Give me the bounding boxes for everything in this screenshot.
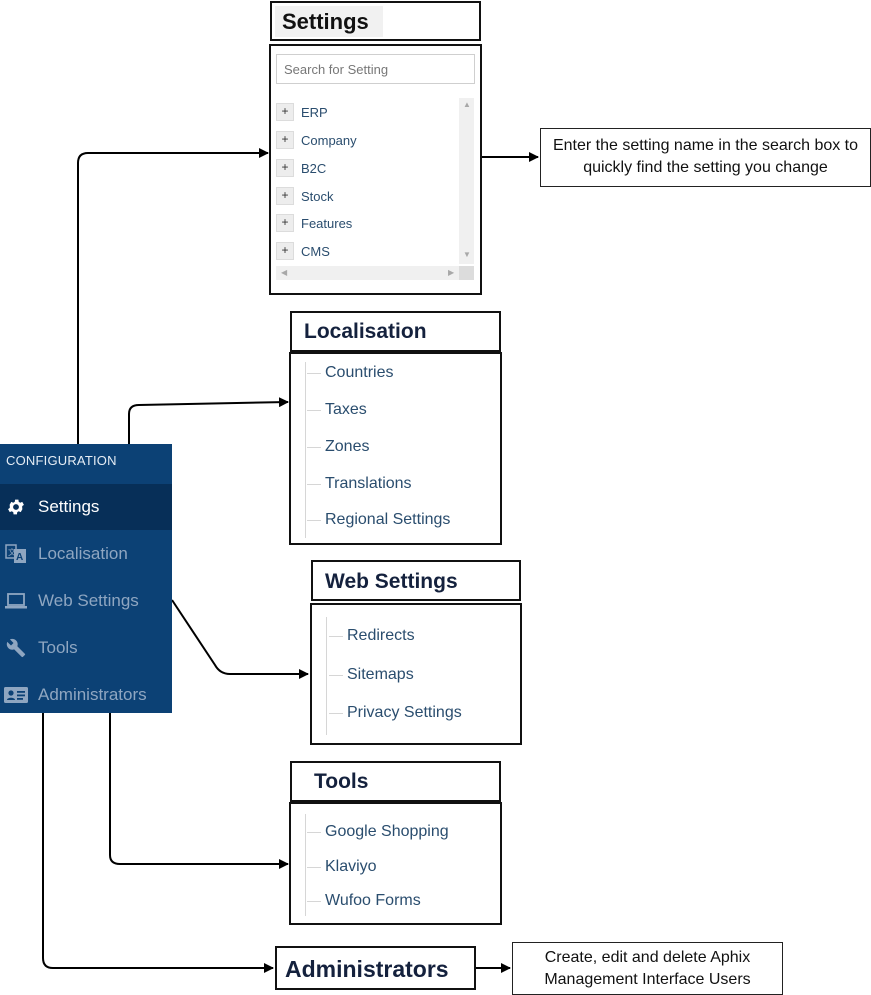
tools-item-google-shopping[interactable]: Google Shopping bbox=[307, 823, 449, 840]
sidebar-item-settings[interactable]: Settings bbox=[0, 484, 172, 530]
tools-title-box: Tools bbox=[290, 761, 501, 802]
web-settings-title-box: Web Settings bbox=[311, 560, 521, 601]
expand-icon[interactable]: + bbox=[276, 242, 294, 260]
web-settings-item-redirects[interactable]: Redirects bbox=[329, 627, 415, 644]
id-card-icon bbox=[4, 684, 28, 706]
administrators-note: Create, edit and delete Aphix Management… bbox=[512, 942, 783, 995]
administrators-note-text: Create, edit and delete Aphix Management… bbox=[544, 949, 751, 988]
localisation-item-countries[interactable]: Countries bbox=[306, 364, 394, 381]
expand-icon[interactable]: + bbox=[276, 187, 294, 205]
setting-label: CMS bbox=[301, 243, 330, 259]
sidebar-item-label: Settings bbox=[38, 497, 100, 516]
settings-title: Settings bbox=[275, 6, 383, 37]
settings-title-box: Settings bbox=[270, 1, 481, 41]
localisation-title: Localisation bbox=[304, 320, 427, 343]
svg-text:文: 文 bbox=[8, 547, 16, 557]
scroll-down-icon[interactable]: ▼ bbox=[463, 250, 471, 259]
web-settings-panel: Redirects Sitemaps Privacy Settings bbox=[310, 603, 522, 745]
localisation-item-regional-settings[interactable]: Regional Settings bbox=[306, 511, 451, 528]
expand-icon[interactable]: + bbox=[276, 131, 294, 149]
vertical-scrollbar[interactable]: ▲ ▼ bbox=[459, 98, 474, 264]
expand-icon[interactable]: + bbox=[276, 214, 294, 232]
localisation-item-zones[interactable]: Zones bbox=[306, 438, 370, 455]
sidebar-item-web-settings[interactable]: Web Settings bbox=[0, 578, 172, 624]
settings-search-input[interactable] bbox=[276, 54, 475, 84]
tools-panel: Google Shopping Klaviyo Wufoo Forms bbox=[289, 802, 502, 925]
administrators-title: Administrators bbox=[285, 956, 449, 982]
web-settings-title: Web Settings bbox=[325, 570, 458, 593]
localisation-title-box: Localisation bbox=[290, 311, 501, 352]
scroll-left-icon[interactable]: ◀ bbox=[281, 268, 288, 277]
laptop-icon bbox=[4, 590, 28, 612]
arrow-administrators bbox=[42, 713, 274, 973]
expand-icon[interactable]: + bbox=[276, 159, 294, 177]
sidebar-item-tools[interactable]: Tools bbox=[0, 625, 172, 671]
sidebar-item-label: Administrators bbox=[38, 685, 147, 704]
settings-note-text: Enter the setting name in the search box… bbox=[552, 137, 859, 176]
localisation-item-taxes[interactable]: Taxes bbox=[307, 401, 367, 418]
settings-note: Enter the setting name in the search box… bbox=[540, 128, 871, 187]
setting-item-company[interactable]: + Company bbox=[276, 131, 357, 149]
setting-item-cms[interactable]: + CMS bbox=[276, 242, 330, 260]
setting-item-features[interactable]: + Features bbox=[276, 214, 352, 232]
arrow-settings bbox=[77, 148, 269, 444]
setting-label: ERP bbox=[301, 104, 328, 120]
sidebar-heading: CONFIGURATION bbox=[6, 453, 117, 468]
setting-label: B2C bbox=[301, 160, 327, 176]
arrow-localisation bbox=[128, 397, 289, 444]
arrow-web-settings bbox=[171, 599, 309, 679]
scrollbar-corner bbox=[459, 266, 474, 280]
scroll-up-icon[interactable]: ▲ bbox=[463, 100, 471, 109]
scroll-right-icon[interactable]: ▶ bbox=[448, 268, 455, 277]
tools-item-klaviyo[interactable]: Klaviyo bbox=[307, 858, 377, 875]
sidebar-item-label: Web Settings bbox=[38, 591, 139, 610]
setting-label: Company bbox=[301, 132, 357, 148]
setting-item-erp[interactable]: + ERP bbox=[276, 103, 328, 121]
horizontal-scrollbar[interactable]: ◀ ▶ bbox=[276, 266, 459, 280]
setting-item-stock[interactable]: + Stock bbox=[276, 187, 334, 205]
gear-icon bbox=[4, 496, 28, 518]
wrench-icon bbox=[4, 637, 28, 659]
svg-text:A: A bbox=[16, 552, 23, 563]
web-settings-item-sitemaps[interactable]: Sitemaps bbox=[329, 666, 414, 683]
setting-label: Features bbox=[301, 215, 353, 231]
arrow-tools bbox=[109, 713, 289, 869]
setting-item-b2c[interactable]: + B2C bbox=[276, 159, 326, 177]
localisation-item-translations[interactable]: Translations bbox=[307, 475, 412, 492]
sidebar-item-label: Localisation bbox=[38, 544, 128, 563]
localisation-panel: Countries Taxes Zones Translations Regio… bbox=[289, 352, 502, 545]
expand-icon[interactable]: + bbox=[276, 103, 294, 121]
web-settings-item-privacy-settings[interactable]: Privacy Settings bbox=[329, 704, 462, 721]
administrators-title-box: Administrators bbox=[275, 946, 476, 990]
sidebar-item-administrators[interactable]: Administrators bbox=[0, 672, 172, 718]
tools-title: Tools bbox=[314, 770, 369, 793]
settings-panel: + ERP + Company + B2C + Stock + Features… bbox=[269, 44, 482, 295]
sidebar-item-label: Tools bbox=[38, 638, 78, 657]
tools-item-wufoo-forms[interactable]: Wufoo Forms bbox=[307, 892, 421, 909]
setting-label: Stock bbox=[301, 188, 334, 204]
